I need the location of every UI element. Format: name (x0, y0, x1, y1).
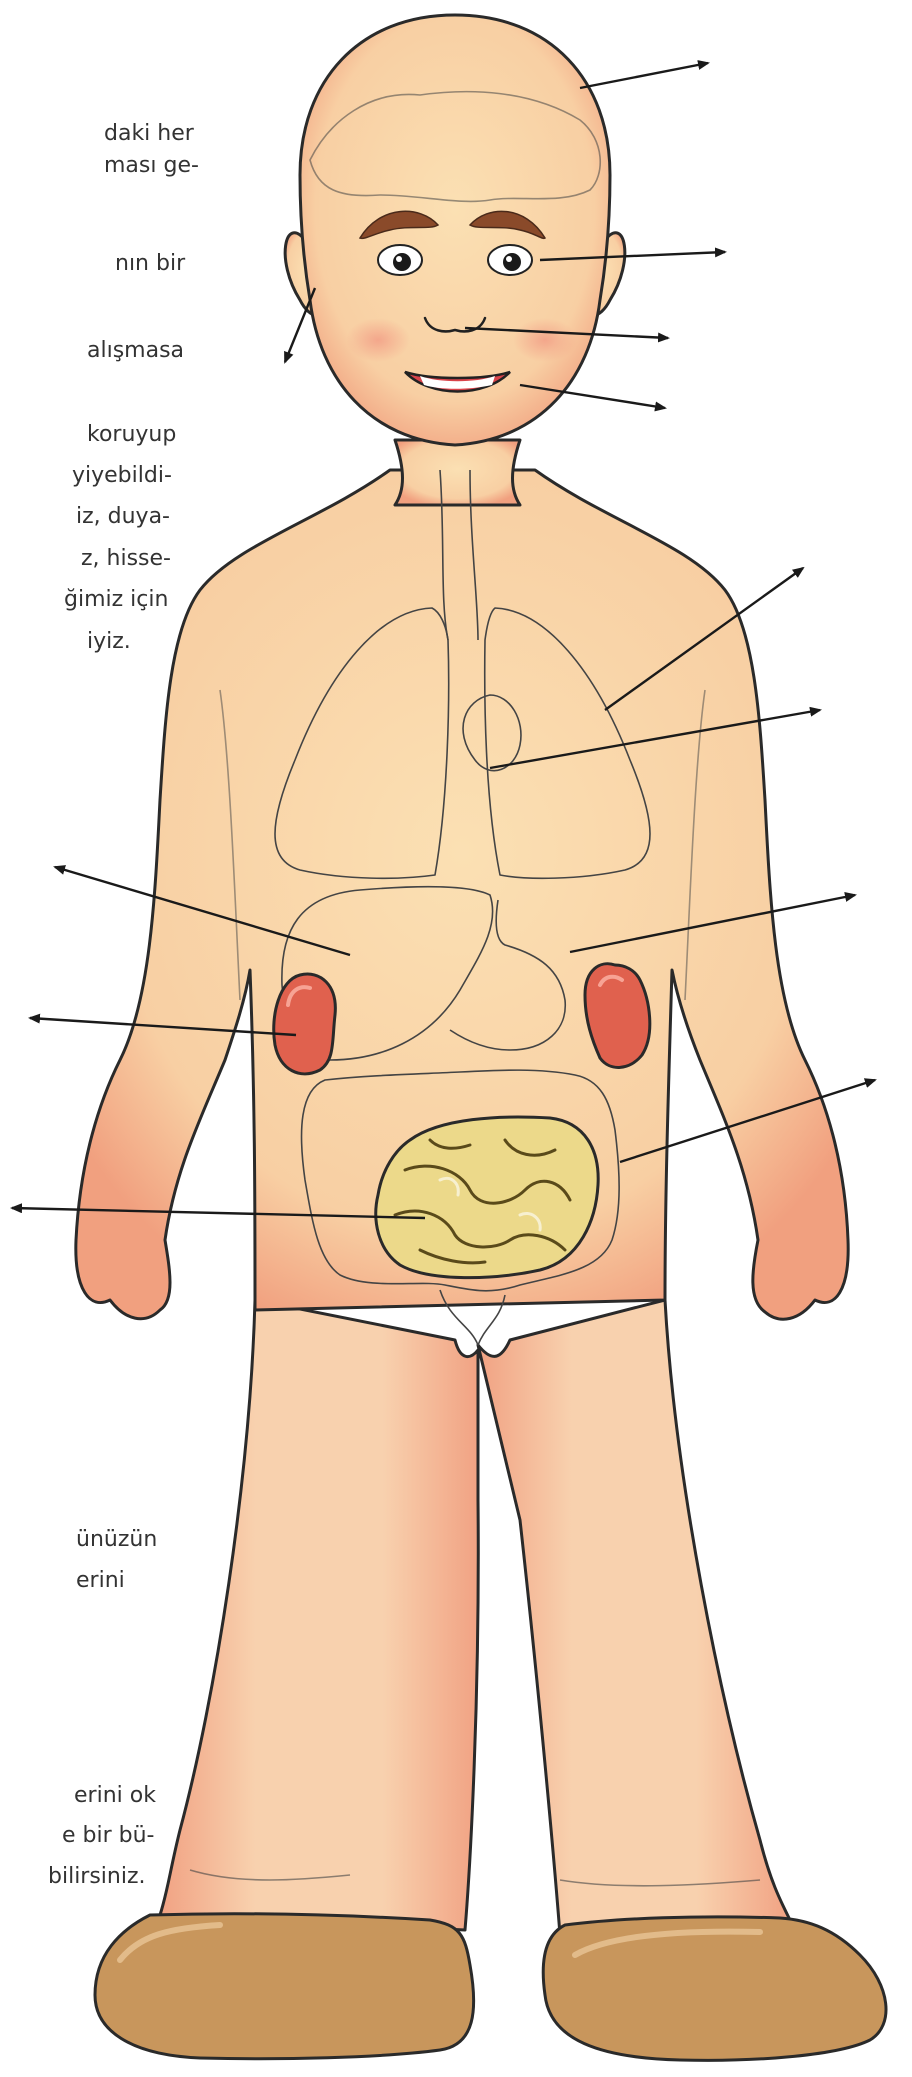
right-eye (488, 245, 532, 275)
right-leg (478, 1300, 790, 1935)
shoes (95, 1914, 886, 2061)
small-intestine (376, 1117, 598, 1278)
legs (160, 1300, 790, 1935)
right-shoe (543, 1917, 886, 2060)
arrow-icon (580, 63, 708, 88)
left-eye (378, 245, 422, 275)
head (285, 15, 625, 505)
left-leg (160, 1300, 478, 1930)
